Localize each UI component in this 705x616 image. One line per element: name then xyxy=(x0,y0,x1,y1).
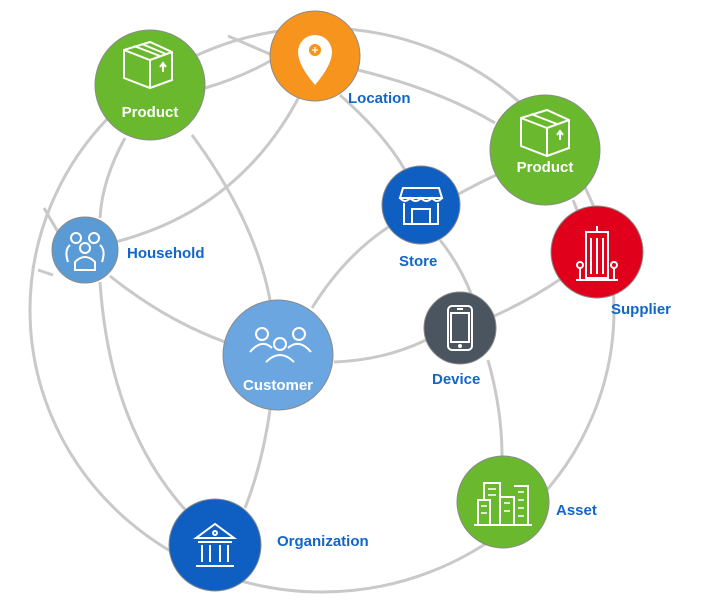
smartphone-icon xyxy=(447,305,473,351)
node-label-household: Household xyxy=(127,245,205,262)
edge-location-household xyxy=(114,94,302,244)
node-label-product-2: Product xyxy=(516,159,574,176)
edge-household-organization xyxy=(98,281,192,517)
edge-household-customer xyxy=(109,274,226,344)
edge-device-supplier xyxy=(493,276,563,318)
edge-left-b xyxy=(37,268,54,277)
edge-product-location xyxy=(204,58,273,90)
buildings-icon xyxy=(474,482,532,526)
edge-location-store xyxy=(339,93,407,171)
map-pin-icon xyxy=(298,35,332,85)
node-product-1[interactable] xyxy=(94,29,206,141)
edge-left-a xyxy=(42,207,60,233)
edge-customer-organization xyxy=(243,409,272,509)
package-icon xyxy=(520,108,570,158)
edge-product-household xyxy=(98,137,127,219)
edge-customer-device xyxy=(333,338,427,364)
node-label-asset: Asset xyxy=(556,502,597,519)
node-product-2[interactable] xyxy=(489,94,601,206)
node-label-product-1: Product xyxy=(121,104,179,121)
office-building-icon xyxy=(576,226,618,281)
edge-device-asset xyxy=(486,359,504,457)
edge-product-customer xyxy=(190,134,272,301)
node-supplier[interactable] xyxy=(550,205,644,299)
family-icon xyxy=(65,232,105,271)
bank-icon xyxy=(192,522,238,567)
node-organization[interactable] xyxy=(168,498,262,592)
node-label-location: Location xyxy=(348,90,411,107)
node-label-device: Device xyxy=(432,371,481,388)
node-label-customer: Customer xyxy=(242,377,314,394)
edge-store-device xyxy=(438,239,474,297)
node-label-store: Store xyxy=(399,253,438,270)
node-customer[interactable] xyxy=(222,299,334,411)
node-label-organization: Organization xyxy=(277,533,369,550)
node-device[interactable] xyxy=(423,291,497,365)
edge-location-product xyxy=(357,68,496,125)
package-icon xyxy=(123,40,173,90)
storefront-icon xyxy=(398,187,444,225)
edge-top-segment xyxy=(227,34,273,57)
node-label-supplier: Supplier xyxy=(611,301,672,318)
node-store[interactable] xyxy=(381,165,461,245)
node-asset[interactable] xyxy=(456,455,550,549)
people-group-icon xyxy=(249,327,312,363)
edge-customer-store xyxy=(310,224,391,309)
node-location[interactable] xyxy=(269,10,361,102)
node-household[interactable] xyxy=(51,216,119,284)
